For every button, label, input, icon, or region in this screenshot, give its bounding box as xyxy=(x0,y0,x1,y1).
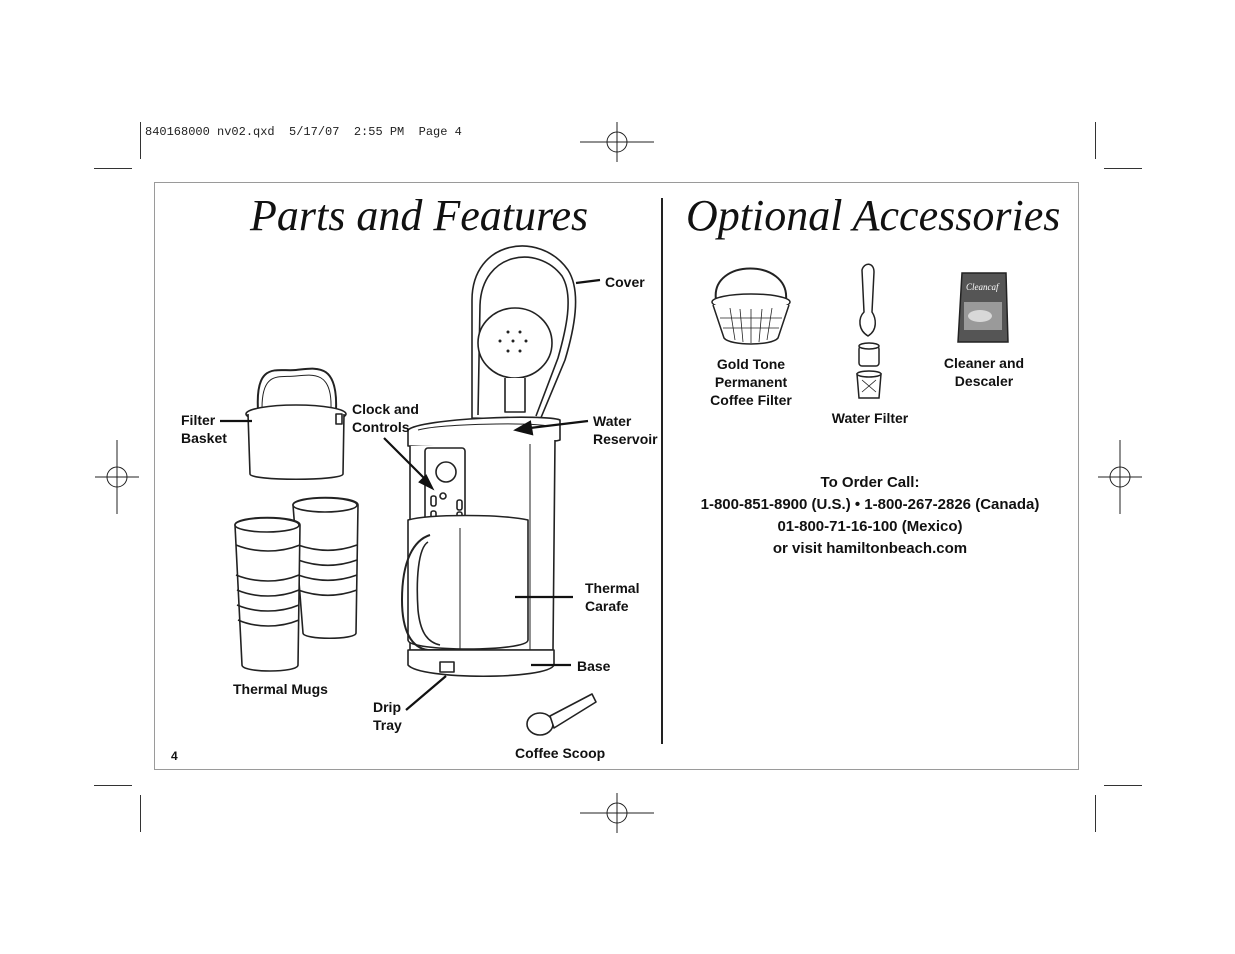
cleaner-box-icon xyxy=(957,272,1009,343)
cleaner-box-brand: Cleancaf xyxy=(966,282,1000,292)
label-thermal-carafe: Thermal Carafe xyxy=(585,580,640,614)
label-thermal-mugs: Thermal Mugs xyxy=(233,681,328,697)
registration-target-icon xyxy=(580,122,654,162)
thermal-mugs-icon xyxy=(234,496,359,672)
order-phone-mexico: 01-800-71-16-100 (Mexico) xyxy=(777,518,963,535)
page-number: 4 xyxy=(171,749,178,763)
leader-line xyxy=(575,278,601,285)
crop-mark xyxy=(1104,785,1142,786)
cover-holes-icon xyxy=(498,330,528,353)
order-info: To Order Call: 1-800-851-8900 (U.S.) • 1… xyxy=(670,472,1070,560)
crop-mark xyxy=(140,122,141,159)
column-divider xyxy=(661,198,663,744)
label-clock-controls: Clock and Controls xyxy=(352,401,419,435)
crop-mark xyxy=(1095,795,1096,832)
filter-basket-icon xyxy=(245,367,347,481)
optional-accessories-title: Optional Accessories xyxy=(686,191,1061,240)
label-gold-tone-filter: Gold Tone Permanent Coffee Filter xyxy=(710,356,792,408)
label-water-reservoir: Water Reservoir xyxy=(593,413,658,447)
registration-target-icon xyxy=(580,793,654,833)
coffee-scoop-icon xyxy=(526,693,597,736)
leader-line xyxy=(529,419,589,430)
order-phone-us-canada: 1-800-851-8900 (U.S.) • 1-800-267-2826 (… xyxy=(700,496,1040,513)
registration-target-icon xyxy=(95,440,139,514)
label-filter-basket: Filter Basket xyxy=(181,412,227,446)
label-base: Base xyxy=(577,658,611,674)
label-water-filter: Water Filter xyxy=(831,410,909,426)
page-frame xyxy=(154,182,1079,770)
label-drip-tray: Drip Tray xyxy=(373,699,402,733)
order-heading: To Order Call: xyxy=(820,474,920,491)
label-cleaner-descaler: Cleaner and Descaler xyxy=(943,355,1025,389)
arrow-head-icon xyxy=(418,474,435,491)
crop-mark xyxy=(1104,168,1142,169)
crop-mark xyxy=(140,795,141,832)
order-website: or visit hamiltonbeach.com xyxy=(772,540,968,557)
crop-mark xyxy=(94,168,132,169)
gold-tone-filter-icon xyxy=(711,267,791,345)
crop-mark xyxy=(1095,122,1096,159)
slug-line: 840168000 nv02.qxd 5/17/07 2:55 PM Page … xyxy=(145,125,462,139)
water-filter-icon xyxy=(856,263,882,399)
registration-target-icon xyxy=(1098,440,1142,514)
label-cover: Cover xyxy=(605,274,645,290)
leader-line xyxy=(405,675,447,711)
leader-line xyxy=(383,437,429,483)
label-coffee-scoop: Coffee Scoop xyxy=(515,745,606,761)
crop-mark xyxy=(94,785,132,786)
parts-features-title: Parts and Features xyxy=(250,191,589,240)
arrow-head-icon xyxy=(513,420,534,436)
